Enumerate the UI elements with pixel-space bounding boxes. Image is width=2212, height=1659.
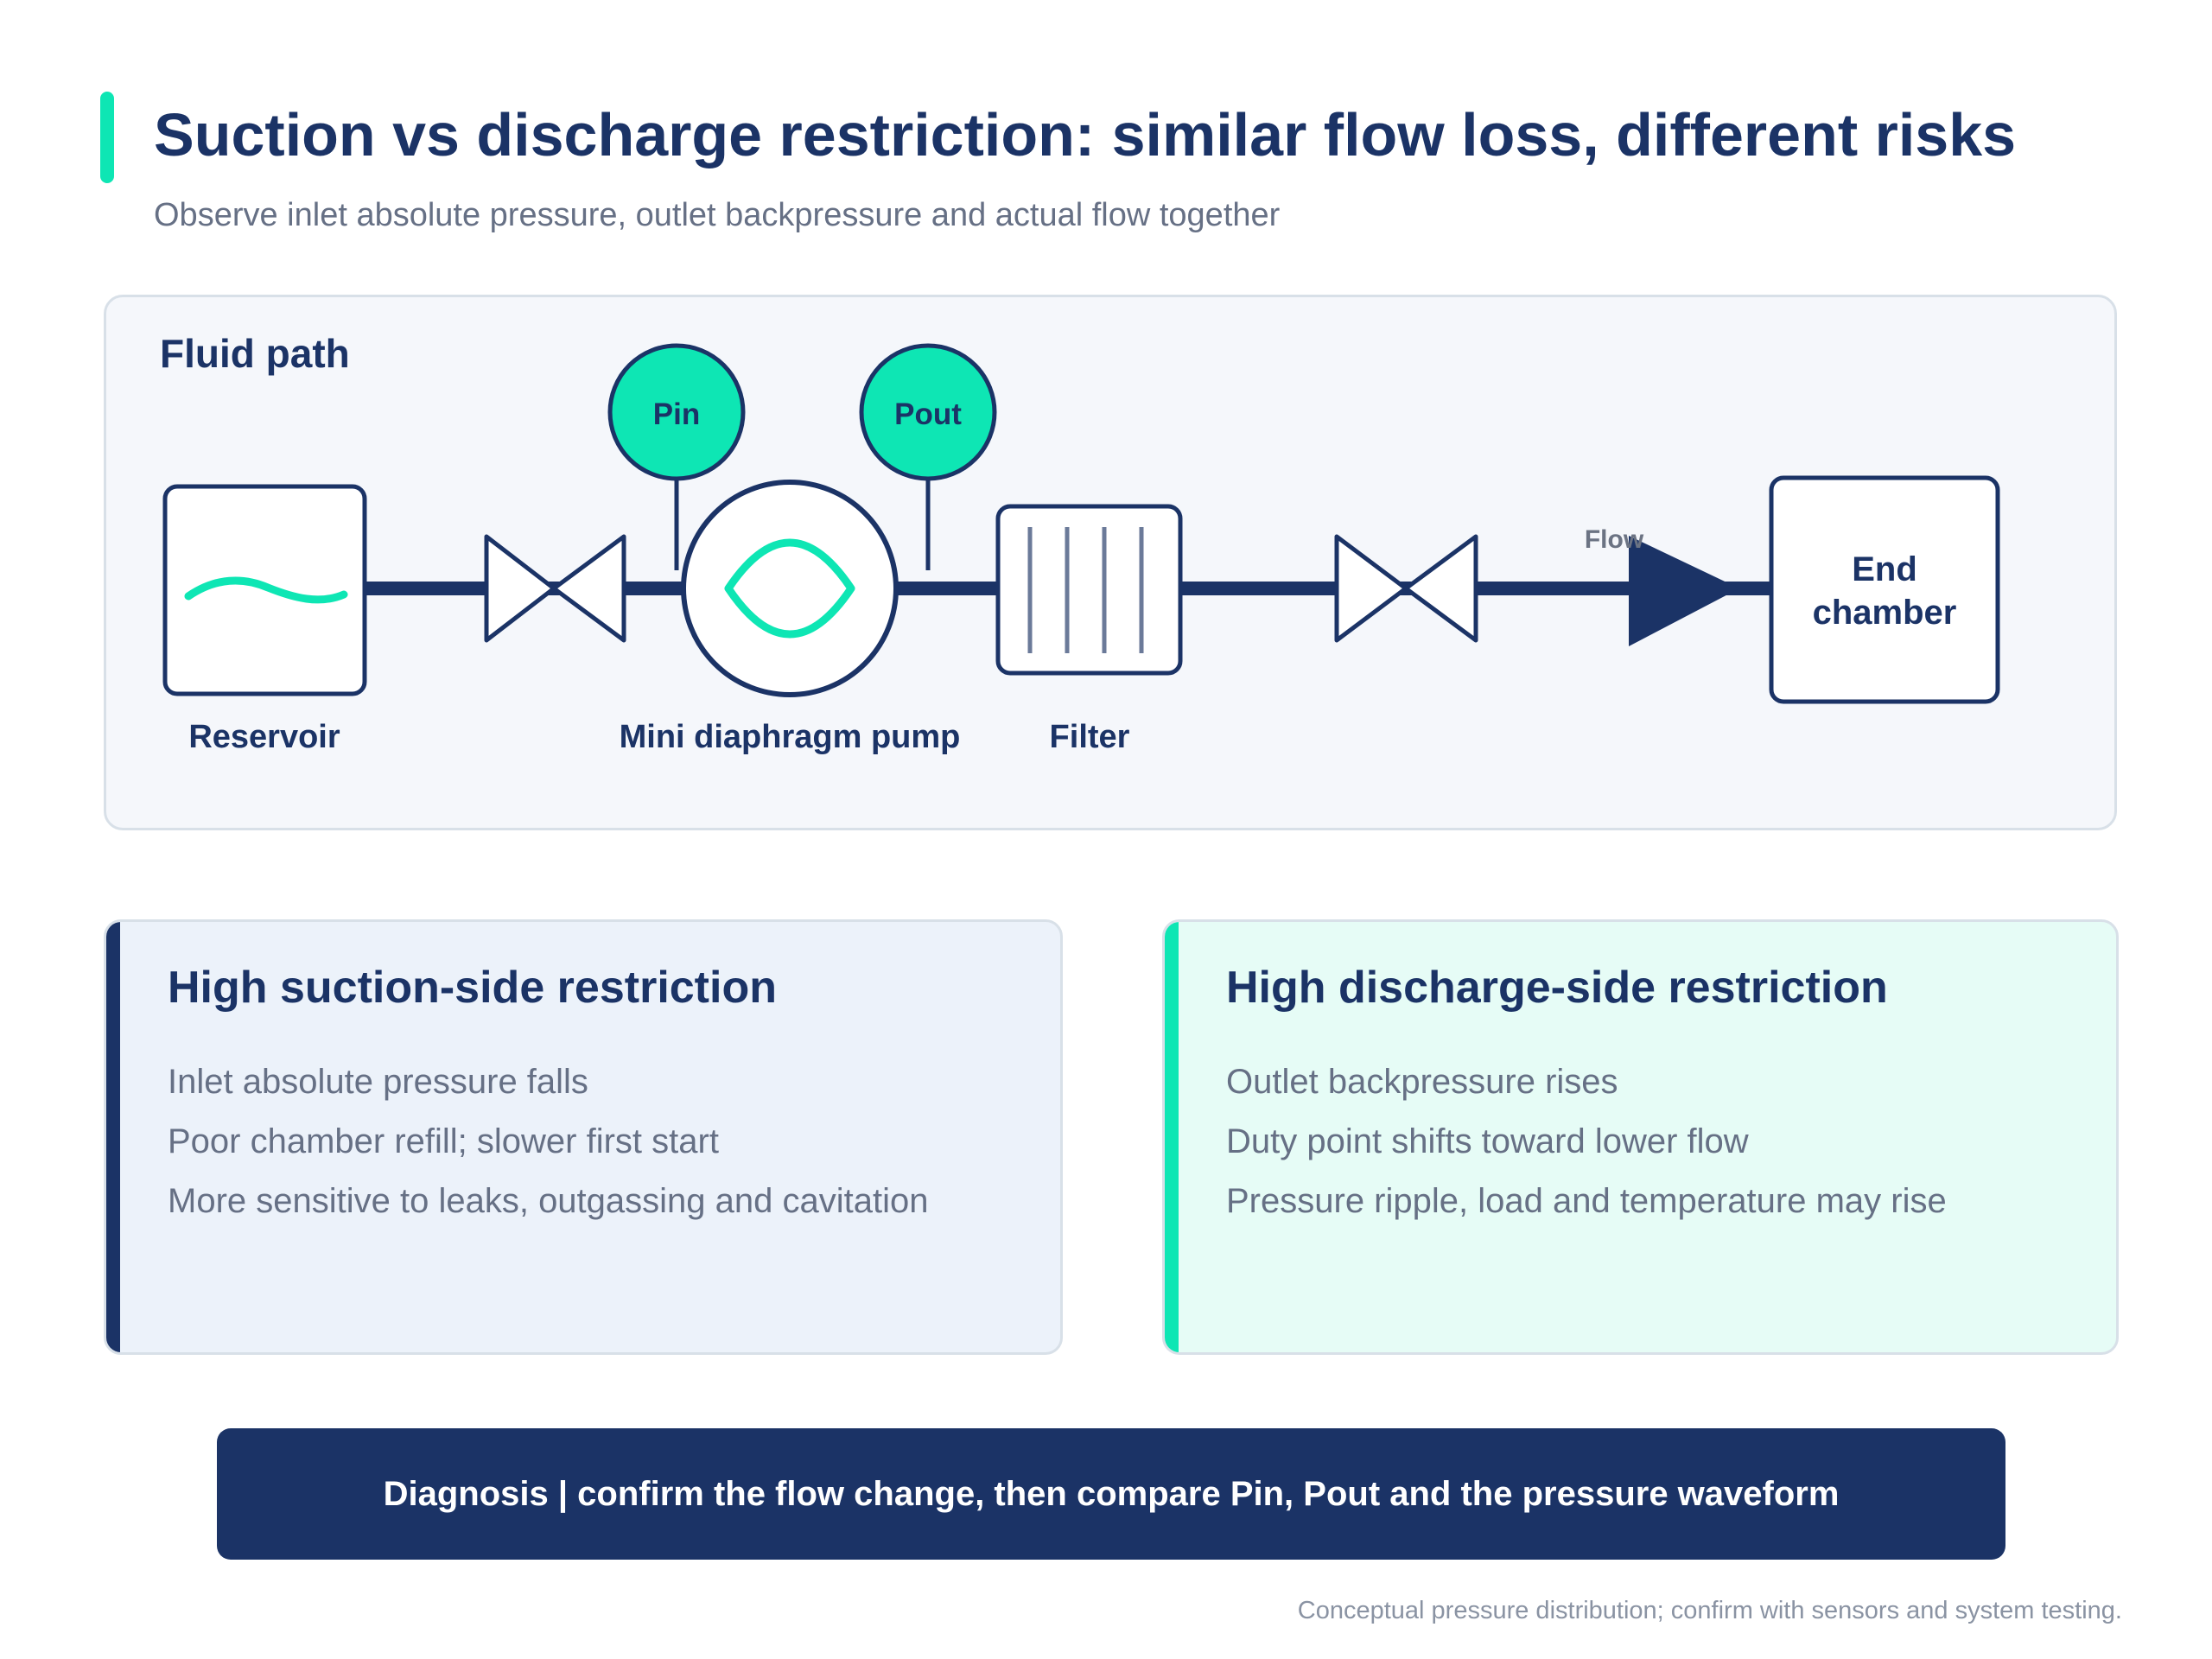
list-item: Duty point shifts toward lower flow — [1226, 1122, 1749, 1160]
diaphragm-icon — [724, 538, 855, 639]
pout-sensor-label: Pout — [894, 397, 962, 431]
pin-sensor — [607, 343, 746, 481]
inlet-valve-icon-right — [551, 534, 626, 643]
outlet-valve-icon — [1334, 534, 1408, 643]
list-item: More sensitive to leaks, outgassing and … — [168, 1182, 929, 1220]
discharge-card-title: High discharge-side restriction — [1226, 963, 1888, 1013]
card-accent-stripe — [106, 922, 120, 1352]
inlet-valve-icon — [484, 534, 556, 643]
list-item: Poor chamber refill; slower first start — [168, 1122, 719, 1160]
discharge-effects-list: Outlet backpressure rises Duty point shi… — [1226, 1062, 1947, 1241]
pout-sensor — [859, 343, 997, 481]
page-title: Suction vs discharge restriction: simila… — [154, 101, 2017, 168]
diagnosis-banner: Diagnosis | confirm the flow change, the… — [217, 1428, 2005, 1560]
discharge-restriction-card: High discharge-side restriction Outlet b… — [1162, 919, 2119, 1355]
list-item: Outlet backpressure rises — [1226, 1063, 1618, 1101]
flow-label: Flow — [1585, 525, 1644, 554]
title-accent-bar — [100, 92, 114, 183]
end-chamber-label-line1: End — [1852, 550, 1917, 588]
end-chamber-box — [1769, 475, 2000, 704]
page-subtitle: Observe inlet absolute pressure, outlet … — [154, 197, 1281, 233]
list-item: Inlet absolute pressure falls — [168, 1063, 588, 1101]
pump-label: Mini diaphragm pump — [620, 719, 961, 755]
flow-arrow-icon — [1629, 536, 1739, 646]
outlet-valve-icon-right — [1403, 534, 1478, 643]
liquid-wave-icon — [184, 576, 348, 604]
end-chamber-label-line2: chamber — [1813, 594, 1957, 632]
card-accent-stripe — [1165, 922, 1179, 1352]
reservoir-label: Reservoir — [188, 719, 340, 755]
filter-box — [995, 504, 1183, 676]
suction-effects-list: Inlet absolute pressure falls Poor chamb… — [168, 1062, 929, 1241]
suction-card-title: High suction-side restriction — [168, 963, 777, 1013]
diagnosis-text: Diagnosis | confirm the flow change, the… — [383, 1474, 1840, 1513]
diaphragm-pump — [681, 480, 899, 697]
fluid-path-title: Fluid path — [160, 331, 350, 376]
list-item: Pressure ripple, load and temperature ma… — [1226, 1182, 1947, 1220]
suction-restriction-card: High suction-side restriction Inlet abso… — [104, 919, 1063, 1355]
pin-sensor-label: Pin — [653, 397, 700, 431]
footnote: Conceptual pressure distribution; confir… — [1297, 1597, 2122, 1624]
filter-label: Filter — [1050, 719, 1130, 755]
